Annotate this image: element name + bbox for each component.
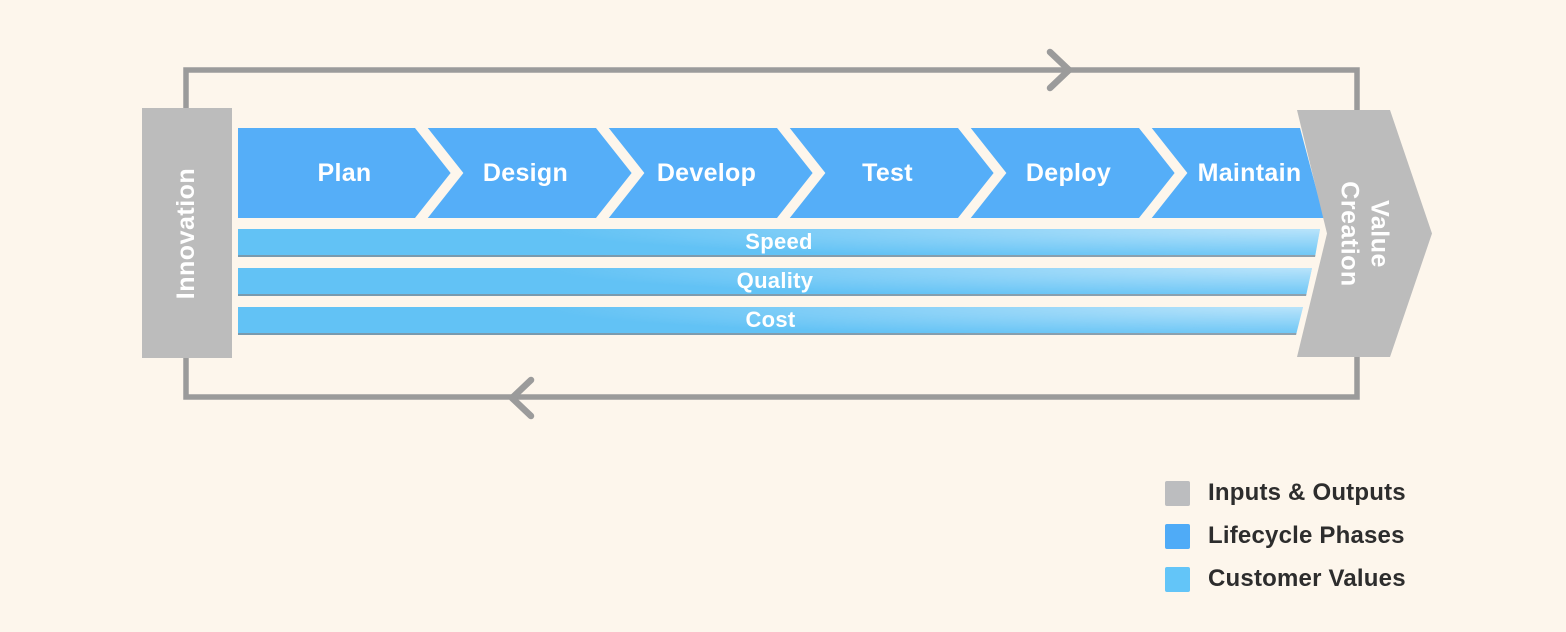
chevron-separator-icon bbox=[777, 128, 826, 218]
chevron-separator-icon bbox=[958, 128, 1007, 218]
phase-design: Design bbox=[419, 128, 600, 218]
legend-item-inputs-outputs: Inputs & Outputs bbox=[1165, 479, 1406, 507]
phase-develop-label: Develop bbox=[656, 158, 757, 187]
value-bar-quality-label: Quality bbox=[736, 268, 814, 293]
phase-separator-chevrons bbox=[415, 128, 1188, 218]
legend-swatch-blue-icon bbox=[1165, 523, 1190, 549]
value-bar-speed: Speed bbox=[238, 229, 1320, 257]
phase-deploy-label: Deploy bbox=[1025, 158, 1112, 187]
chevron-separator-icon bbox=[596, 128, 645, 218]
phase-develop: Develop bbox=[600, 128, 781, 218]
legend-swatch-lightblue-icon bbox=[1165, 566, 1190, 592]
phase-test-label: Test bbox=[862, 158, 913, 187]
phase-design-label: Design bbox=[482, 158, 569, 187]
arrow-left-icon bbox=[508, 376, 535, 420]
arrow-right-icon bbox=[1046, 48, 1073, 92]
value-bar-quality: Quality bbox=[238, 268, 1312, 296]
legend-label: Customer Values bbox=[1208, 565, 1406, 592]
legend-label: Lifecycle Phases bbox=[1208, 522, 1405, 549]
chevron-separator-icon bbox=[415, 128, 464, 218]
legend-swatch-gray-icon bbox=[1165, 480, 1190, 506]
value-bar-cost-label: Cost bbox=[745, 307, 796, 332]
legend-item-customer-values: Customer Values bbox=[1165, 565, 1406, 593]
chevron-separator-icon bbox=[1139, 128, 1188, 218]
lifecycle-phase-band: Plan Design Develop Test Deploy Maintain bbox=[238, 128, 1324, 218]
innovation-node: Innovation bbox=[142, 108, 232, 358]
value-bar-cost: Cost bbox=[238, 307, 1303, 335]
phase-deploy: Deploy bbox=[962, 128, 1143, 218]
value-creation-label: Value Creation bbox=[1335, 180, 1394, 287]
legend-label: Inputs & Outputs bbox=[1208, 479, 1406, 506]
value-bar-speed-label: Speed bbox=[745, 229, 813, 254]
innovation-label: Innovation bbox=[172, 167, 201, 299]
phase-plan-label: Plan bbox=[317, 158, 372, 187]
legend-item-lifecycle-phases: Lifecycle Phases bbox=[1165, 522, 1406, 550]
phase-plan: Plan bbox=[238, 128, 419, 218]
phase-maintain: Maintain bbox=[1143, 128, 1324, 218]
legend: Inputs & Outputs Lifecycle Phases Custom… bbox=[1165, 479, 1406, 608]
phase-test: Test bbox=[781, 128, 962, 218]
phase-maintain-label: Maintain bbox=[1197, 158, 1302, 187]
